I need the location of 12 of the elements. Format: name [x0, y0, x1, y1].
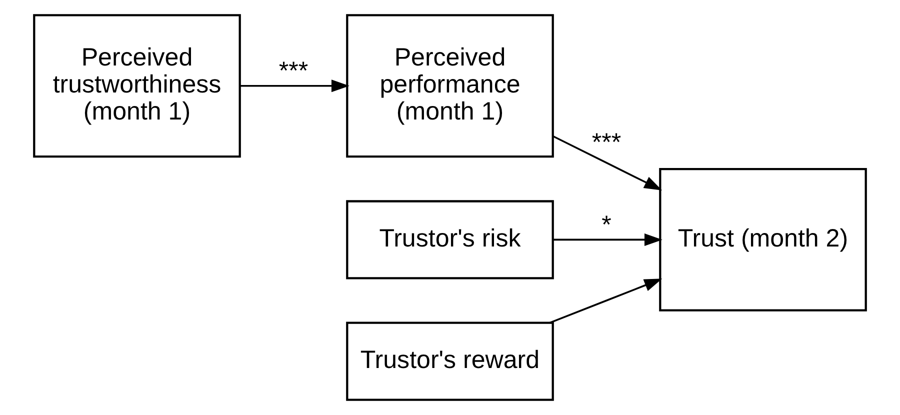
edge-label: *** [592, 128, 622, 157]
arrow [549, 278, 662, 324]
arrow [553, 233, 662, 246]
edge-label: * [602, 210, 612, 239]
node-box: Trustor's risk [346, 200, 554, 280]
edge-label: *** [278, 57, 308, 86]
node-box: Trust (month 2) [659, 168, 867, 312]
arrow [552, 135, 662, 190]
node-box: Perceived performance (month 1) [346, 14, 554, 158]
arrow [240, 80, 350, 92]
node-box: Trustor's reward [346, 322, 554, 401]
node-box: Perceived trustworthiness (month 1) [33, 14, 241, 158]
